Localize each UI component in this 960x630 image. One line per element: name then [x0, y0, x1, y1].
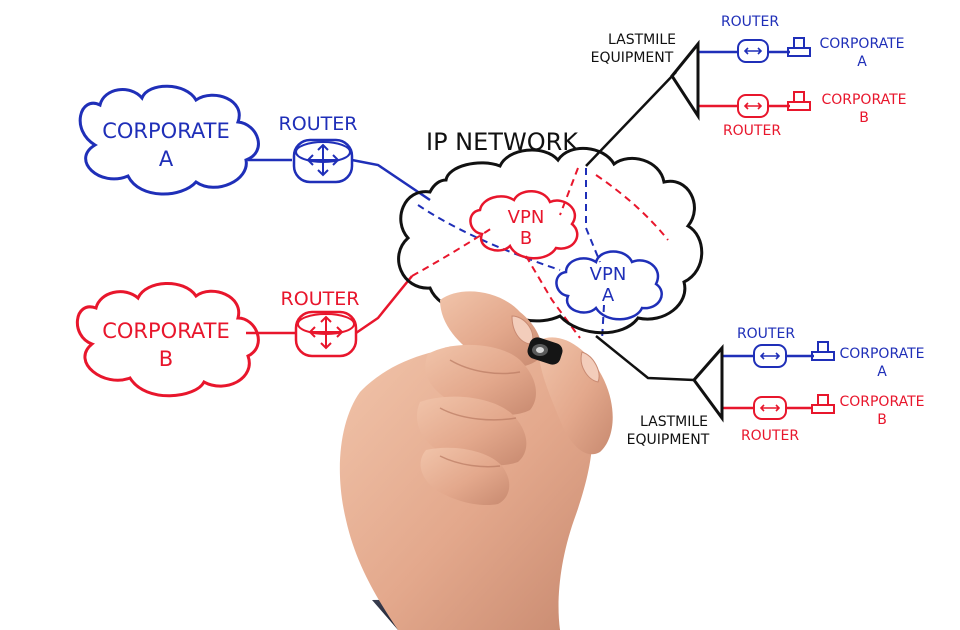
tr-corporate-a-letter: A [857, 54, 867, 70]
tunnel-red-left [411, 227, 493, 277]
bottom-right-computer-a: CORPORATE A [811, 341, 925, 380]
lastmile-top-line1: LASTMILE [608, 32, 676, 48]
tunnel-blue-top [585, 168, 601, 263]
router-a-left: ROUTER [279, 113, 358, 184]
corporate-b-cloud: CORPORATE B [76, 282, 260, 398]
link-network-lastmile-top [585, 71, 677, 167]
bottom-right-router-b: ROUTER [741, 396, 799, 444]
tr-corporate-a-label: CORPORATE [819, 36, 904, 52]
router-icon [294, 310, 358, 358]
router-icon [753, 396, 787, 420]
marker-pen [527, 337, 563, 365]
computer-icon [787, 37, 811, 57]
router-a-left-label: ROUTER [279, 113, 358, 135]
top-right-computer-b: CORPORATE B [787, 91, 907, 126]
corporate-a-label: CORPORATE [102, 119, 230, 143]
top-right-computer-a: CORPORATE A [787, 36, 905, 70]
tr-router-b-label: ROUTER [723, 123, 781, 139]
vpn-a-label: VPN [590, 264, 627, 285]
lastmile-equipment-top: LASTMILE EQUIPMENT [591, 32, 700, 122]
tr-corporate-b-label: CORPORATE [821, 92, 906, 108]
lastmile-top-horn [670, 39, 700, 122]
br-router-a-label: ROUTER [737, 326, 795, 342]
corporate-b-label: CORPORATE [102, 319, 230, 343]
computer-icon [811, 341, 835, 361]
hand-with-marker [339, 291, 613, 630]
link-router-b-network [355, 275, 413, 335]
router-icon [753, 344, 787, 368]
corporate-b-letter: B [159, 347, 173, 371]
lastmile-bottom-line2: EQUIPMENT [627, 432, 710, 448]
nail-thumb [580, 351, 600, 383]
lastmile-top-line2: EQUIPMENT [591, 50, 674, 66]
br-corporate-a-letter: A [877, 364, 887, 380]
tunnel-red-right [595, 174, 669, 241]
vpn-a-cloud: VPN A [555, 250, 663, 321]
tunnel-blue-left [417, 204, 561, 271]
bottom-right-computer-b: CORPORATE B [811, 394, 925, 428]
br-corporate-a-label: CORPORATE [839, 346, 924, 362]
finger-index [440, 291, 542, 368]
top-right-router-b: ROUTER [723, 94, 781, 139]
vpn-b-letter: B [520, 228, 532, 249]
ip-network-label: IP NETWORK [426, 128, 579, 156]
br-corporate-b-label: CORPORATE [839, 394, 924, 410]
corporate-a-letter: A [159, 147, 174, 171]
link-router-a-network [351, 158, 431, 202]
top-right-router-a: ROUTER [721, 14, 779, 63]
link-network-lastmile-bottom [595, 335, 695, 382]
vpn-b-cloud: VPN B [469, 190, 579, 260]
bottom-right-router-a: ROUTER [737, 326, 795, 368]
router-icon [292, 138, 354, 184]
ip-network-cloud [397, 146, 704, 335]
vpn-a-letter: A [602, 285, 615, 306]
router-icon [737, 39, 769, 63]
tr-router-a-label: ROUTER [721, 14, 779, 30]
tr-corporate-b-letter: B [859, 110, 869, 126]
finger-pinky [420, 447, 510, 506]
tunnel-red-mid [525, 255, 581, 339]
vpn-b-label: VPN [508, 207, 545, 228]
tunnel-red-top [559, 167, 579, 216]
lastmile-equipment-bottom: LASTMILE EQUIPMENT [627, 344, 724, 448]
br-corporate-b-letter: B [877, 412, 887, 428]
corporate-a-cloud: CORPORATE A [78, 84, 260, 196]
tunnel-blue-down [601, 304, 605, 341]
lastmile-bottom-horn [692, 344, 724, 423]
computer-icon [787, 91, 811, 111]
br-router-b-label: ROUTER [741, 428, 799, 444]
router-b-left-label: ROUTER [281, 288, 360, 310]
router-b-left: ROUTER [281, 288, 360, 358]
computer-icon [811, 394, 835, 414]
router-icon [737, 94, 769, 118]
lastmile-bottom-line1: LASTMILE [640, 414, 708, 430]
